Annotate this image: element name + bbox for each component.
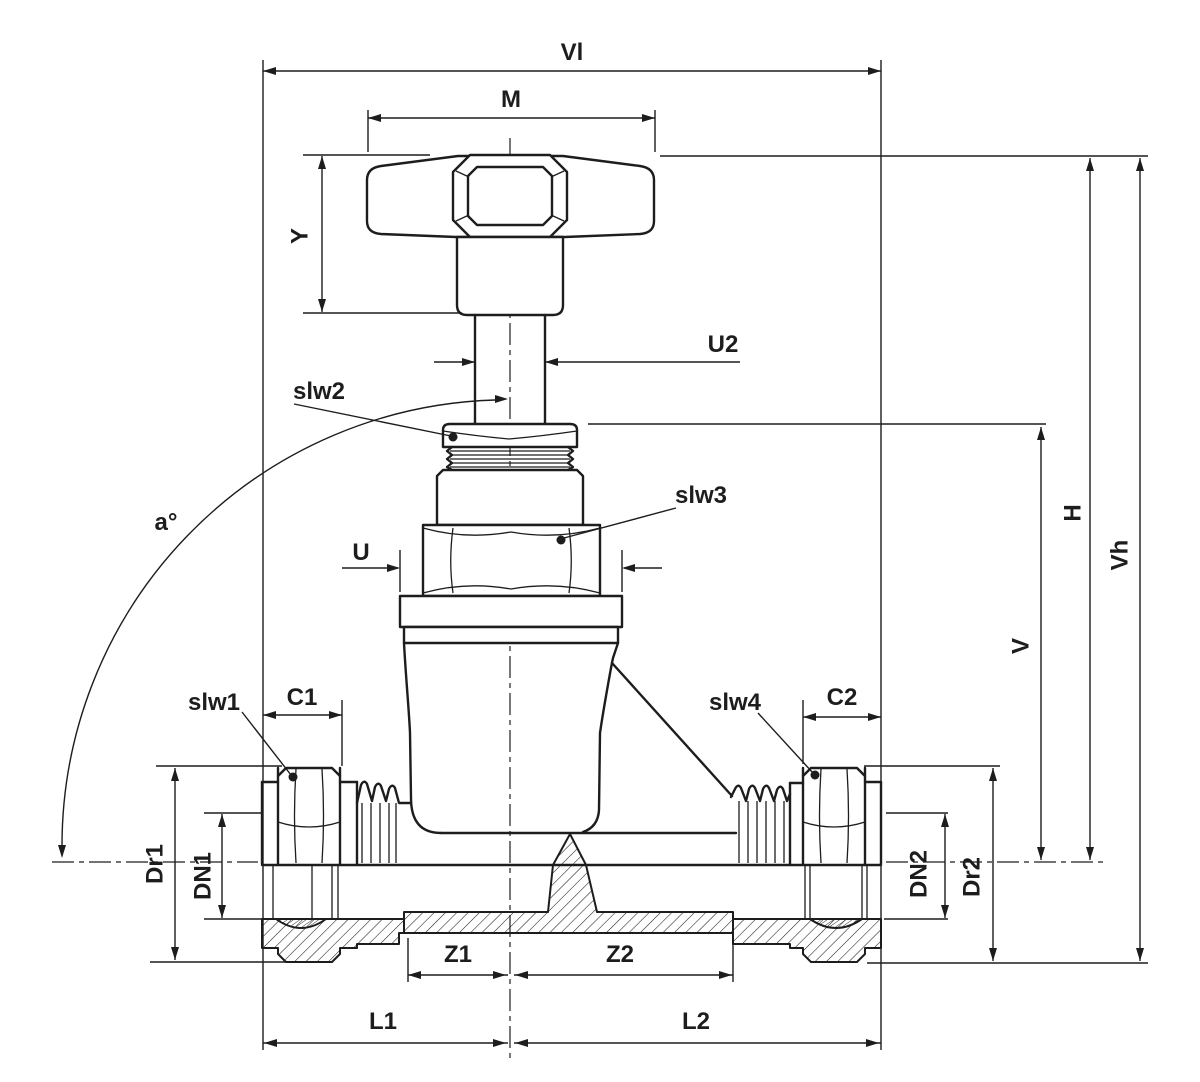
dim-v: V (1007, 427, 1045, 860)
dim-label-dn1: DN1 (189, 852, 216, 900)
dim-angle: a° (58, 395, 508, 858)
dim-l1: L1 (263, 1008, 508, 1047)
inlet-port-left (260, 766, 413, 866)
dim-label-dn2: DN2 (905, 850, 932, 898)
right-fitting-section (732, 918, 882, 963)
body-outline-right (581, 641, 620, 834)
dim-label-u2: U2 (708, 331, 739, 358)
outlet-port-right (729, 766, 883, 866)
dim-z2: Z2 (514, 941, 733, 979)
valve-outline (260, 153, 883, 866)
body-outline (402, 641, 443, 835)
dim-c2: C2 (803, 684, 881, 721)
leader-dot (448, 432, 458, 442)
dim-label-c2: C2 (827, 684, 858, 711)
dim-label-h: H (1059, 504, 1086, 521)
dim-label-u: U (352, 539, 369, 566)
body-bottom-wall-and-weir-section (403, 833, 734, 934)
dim-y: Y (286, 156, 326, 312)
dim-z1: Z1 (408, 941, 508, 979)
dim-label-y: Y (286, 228, 313, 244)
dim-dr1: Dr1 (141, 768, 179, 960)
dim-label-v: V (1007, 638, 1034, 654)
dim-dn1: DN1 (189, 814, 226, 918)
dim-h: H (1059, 158, 1094, 860)
valve-body (402, 641, 738, 835)
outlet-cone-line (610, 661, 734, 798)
right-olive-section (809, 918, 863, 929)
inlet-corrugation-edges (361, 803, 397, 863)
outlet-corrugation-edges (738, 801, 785, 863)
dim-vh: Vh (1106, 158, 1144, 961)
hub-chamfer-lines (455, 170, 565, 222)
callout-slw1: slw1 (188, 689, 298, 782)
dim-label-c1: C1 (287, 684, 318, 711)
leader-dot (810, 770, 820, 780)
leader-dot (556, 535, 566, 545)
outlet-corrugation (729, 784, 792, 803)
left-fitting-section (261, 918, 405, 963)
handwheel (365, 153, 656, 317)
part-label-slw1: slw1 (188, 689, 240, 716)
dim-vl: Vl (263, 39, 881, 75)
extension-lines (150, 60, 1148, 1050)
dim-label-l1: L1 (369, 1008, 397, 1035)
dim-label-l2: L2 (682, 1008, 710, 1035)
gland-nut (441, 422, 579, 449)
spindle (473, 313, 547, 426)
inlet-corrugation (355, 780, 413, 805)
part-callouts: slw1 slw2 slw3 slw4 (188, 378, 820, 782)
bonnet-flange-band (402, 625, 620, 645)
bonnet-flange (398, 594, 624, 629)
dim-label-z1: Z1 (444, 941, 472, 968)
dim-label-dr2: Dr2 (958, 857, 985, 897)
callout-slw2: slw2 (293, 378, 458, 442)
part-label-slw3: slw3 (675, 482, 727, 509)
part-label-slw4: slw4 (709, 689, 762, 716)
gland-thread (445, 445, 575, 472)
dim-label-vl: Vl (561, 39, 584, 66)
bonnet-upper (435, 468, 585, 527)
dim-u: U (342, 539, 662, 572)
part-label-slw2: slw2 (293, 378, 345, 405)
dim-c1: C1 (263, 684, 342, 719)
dim-label-dr1: Dr1 (141, 844, 168, 884)
dim-label-vh: Vh (1106, 540, 1133, 571)
dim-m: M (368, 86, 655, 122)
handwheel-neck (455, 235, 565, 317)
left-olive-section (275, 918, 327, 929)
dim-label-z2: Z2 (606, 941, 634, 968)
callout-slw3: slw3 (556, 482, 727, 545)
dim-label-angle: a° (155, 509, 178, 536)
handwheel-hub-recess (466, 165, 554, 227)
leader-dot (288, 772, 298, 782)
dim-l2: L2 (514, 1008, 881, 1047)
bonnet (398, 468, 624, 645)
dim-label-m: M (501, 86, 521, 113)
dim-dr2: Dr2 (958, 768, 997, 961)
section-part-edges (272, 866, 868, 919)
dim-u2: U2 (434, 331, 740, 366)
callout-slw4: slw4 (709, 689, 820, 780)
dimensions: Vl M Y U2 U (58, 39, 1148, 1050)
section-cut (260, 833, 883, 963)
dim-dn2: DN2 (905, 814, 949, 918)
